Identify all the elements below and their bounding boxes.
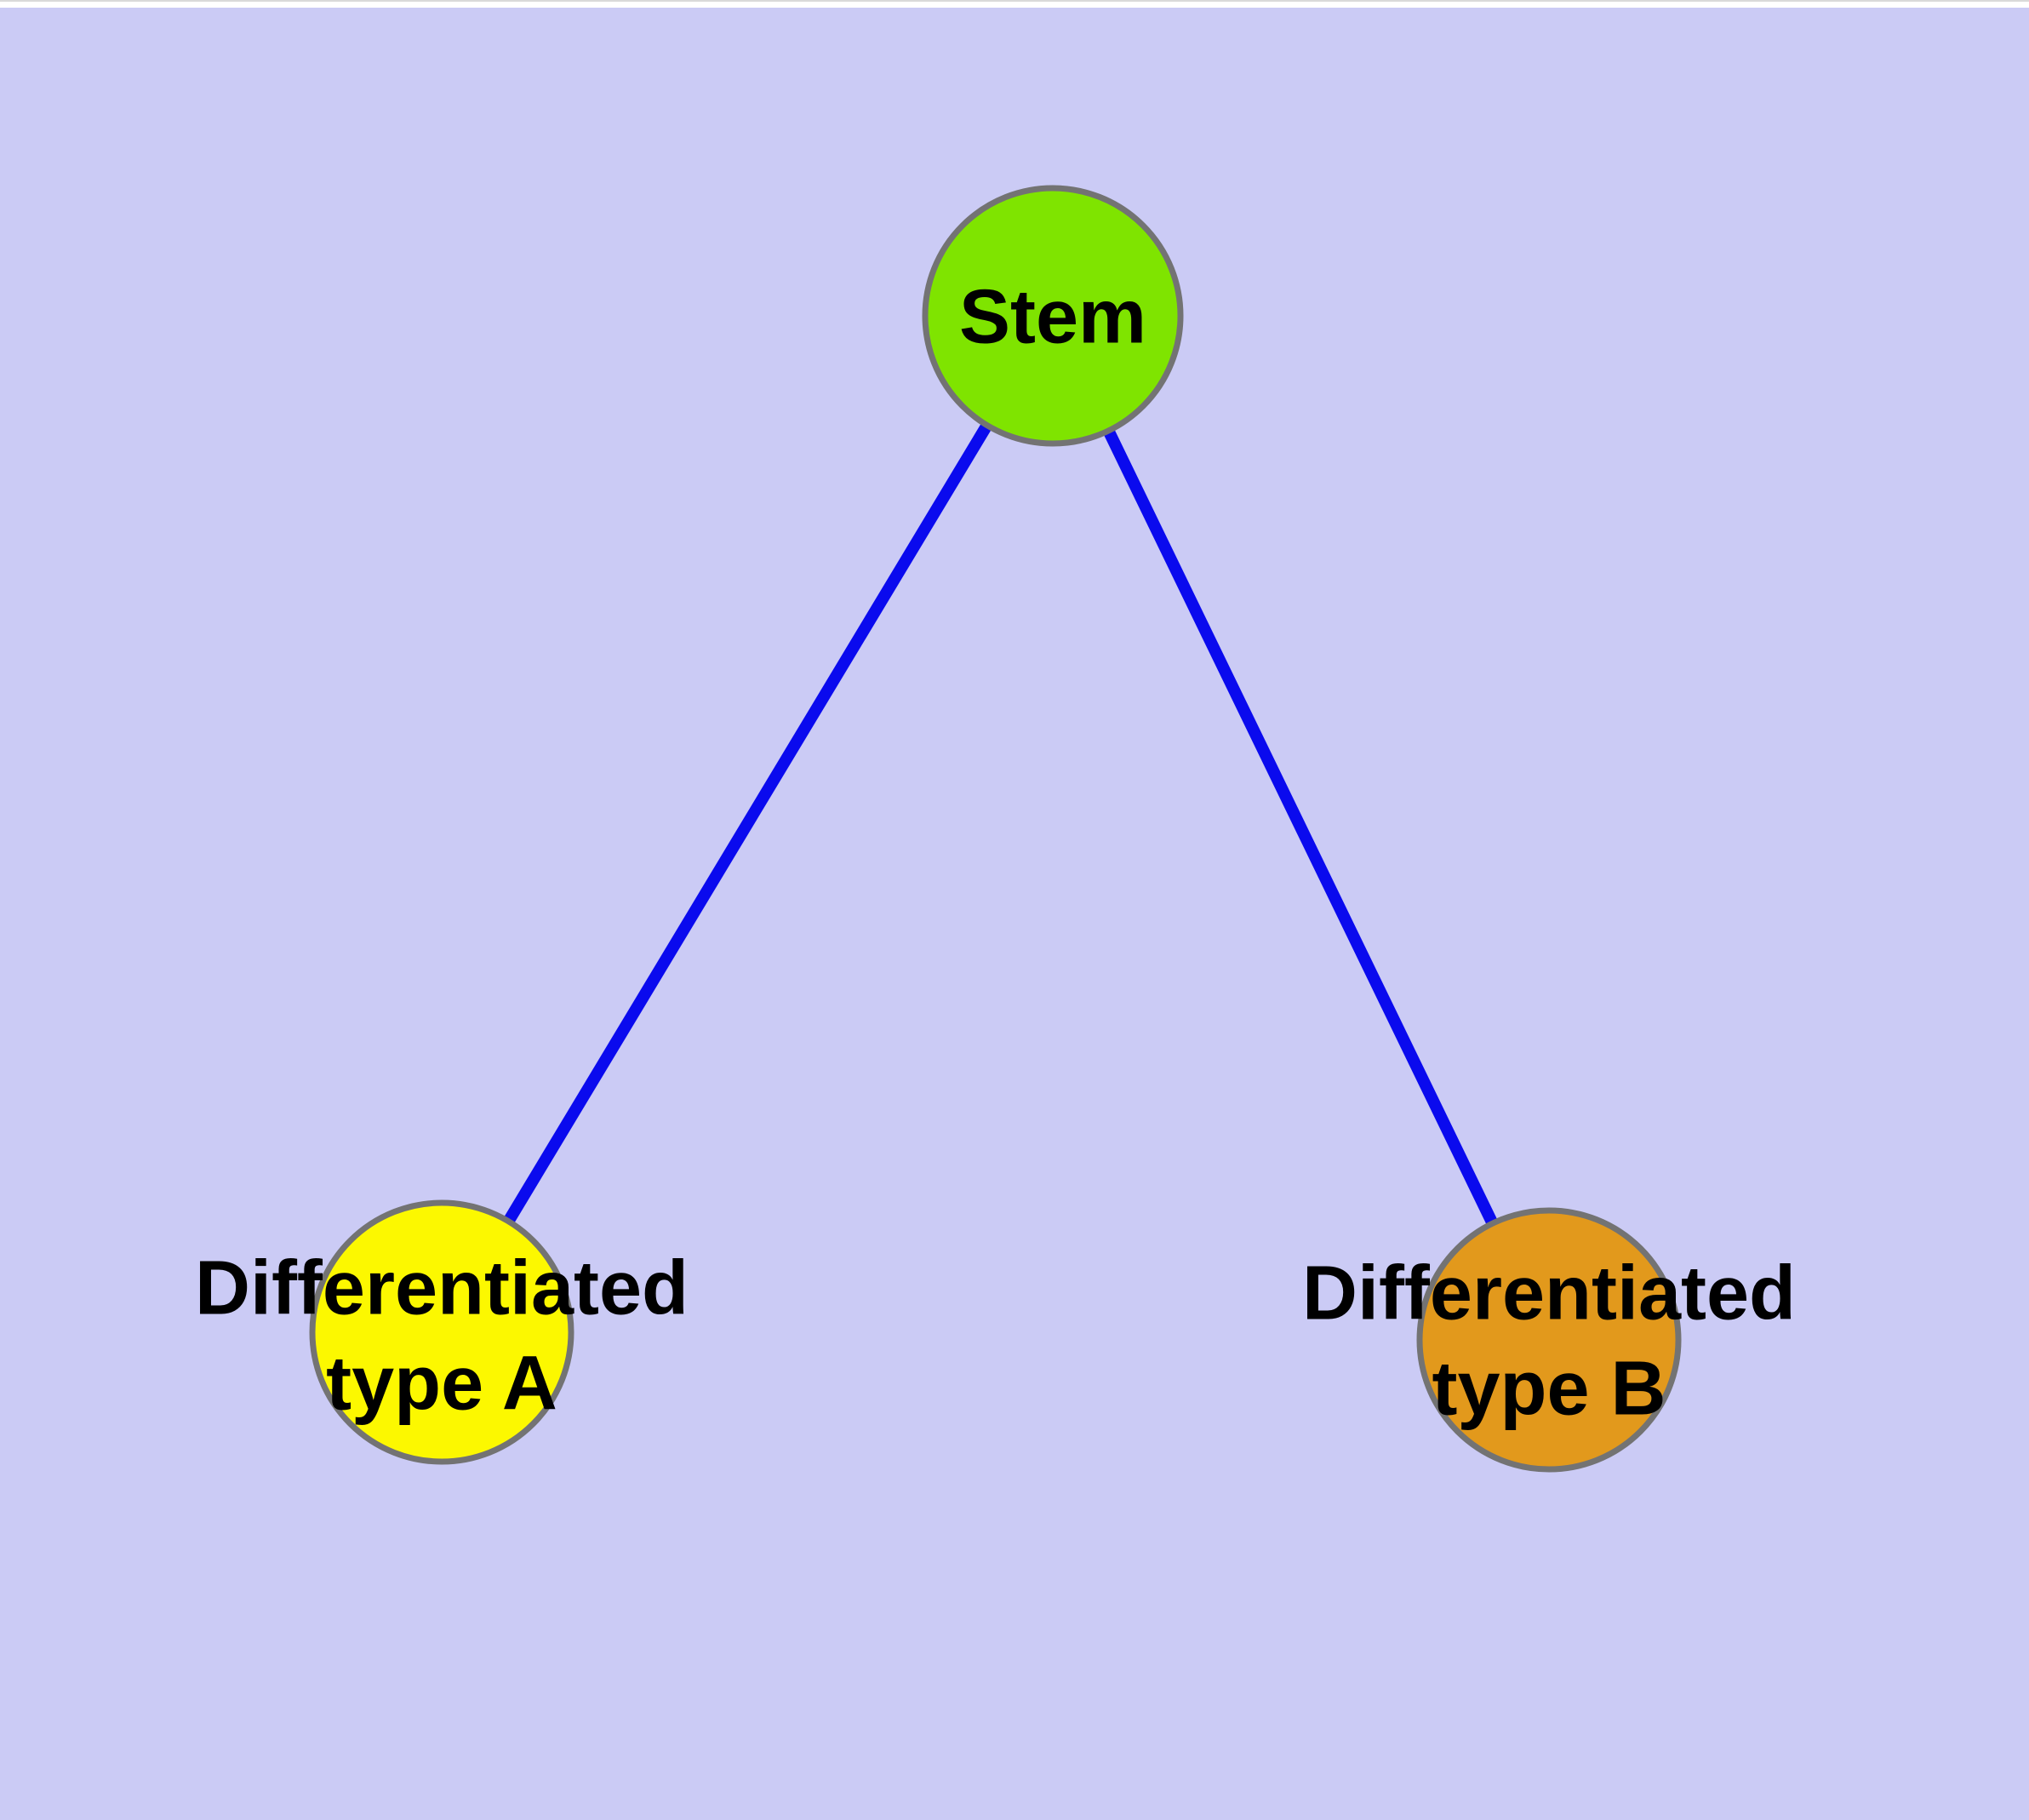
node-type-a-label-line2: type A	[326, 1342, 557, 1427]
top-margin-hairline	[0, 0, 2029, 2]
node-stem-circle	[922, 185, 1184, 447]
node-type-a-circle	[309, 1199, 574, 1465]
node-stem-label: Stem	[959, 275, 1146, 360]
top-margin-strip	[0, 0, 2029, 8]
node-type-b-label-line2: type B	[1432, 1347, 1666, 1432]
node-type-b-label-line1: Differentiated	[1302, 1251, 1796, 1336]
edge-stem-to-type-a	[437, 312, 1058, 1336]
node-type-b-circle	[1416, 1207, 1682, 1473]
edge-stem-to-type-b	[1047, 312, 1555, 1343]
node-type-a-label-line1: Differentiated	[195, 1246, 689, 1331]
